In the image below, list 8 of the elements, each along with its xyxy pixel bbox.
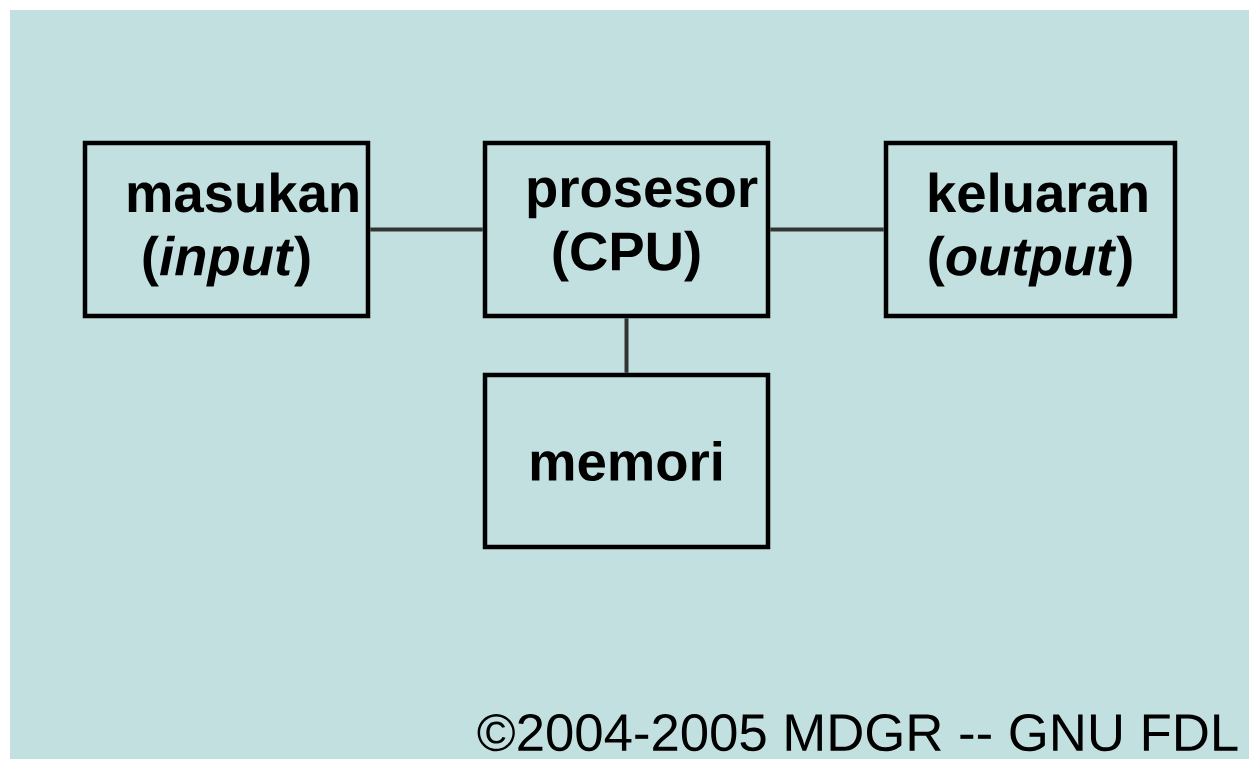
connector-line: [770, 227, 884, 232]
process-box: memori: [482, 372, 771, 550]
process-box: masukan (input): [82, 140, 371, 319]
connector-line: [624, 318, 629, 373]
copyright-note: ©2004-2005 MDGR -- GNU FDL: [477, 713, 1238, 752]
connector-line: [370, 227, 483, 232]
process-box: keluaran (output): [883, 140, 1178, 319]
process-box: prosesor (CPU): [482, 140, 771, 319]
